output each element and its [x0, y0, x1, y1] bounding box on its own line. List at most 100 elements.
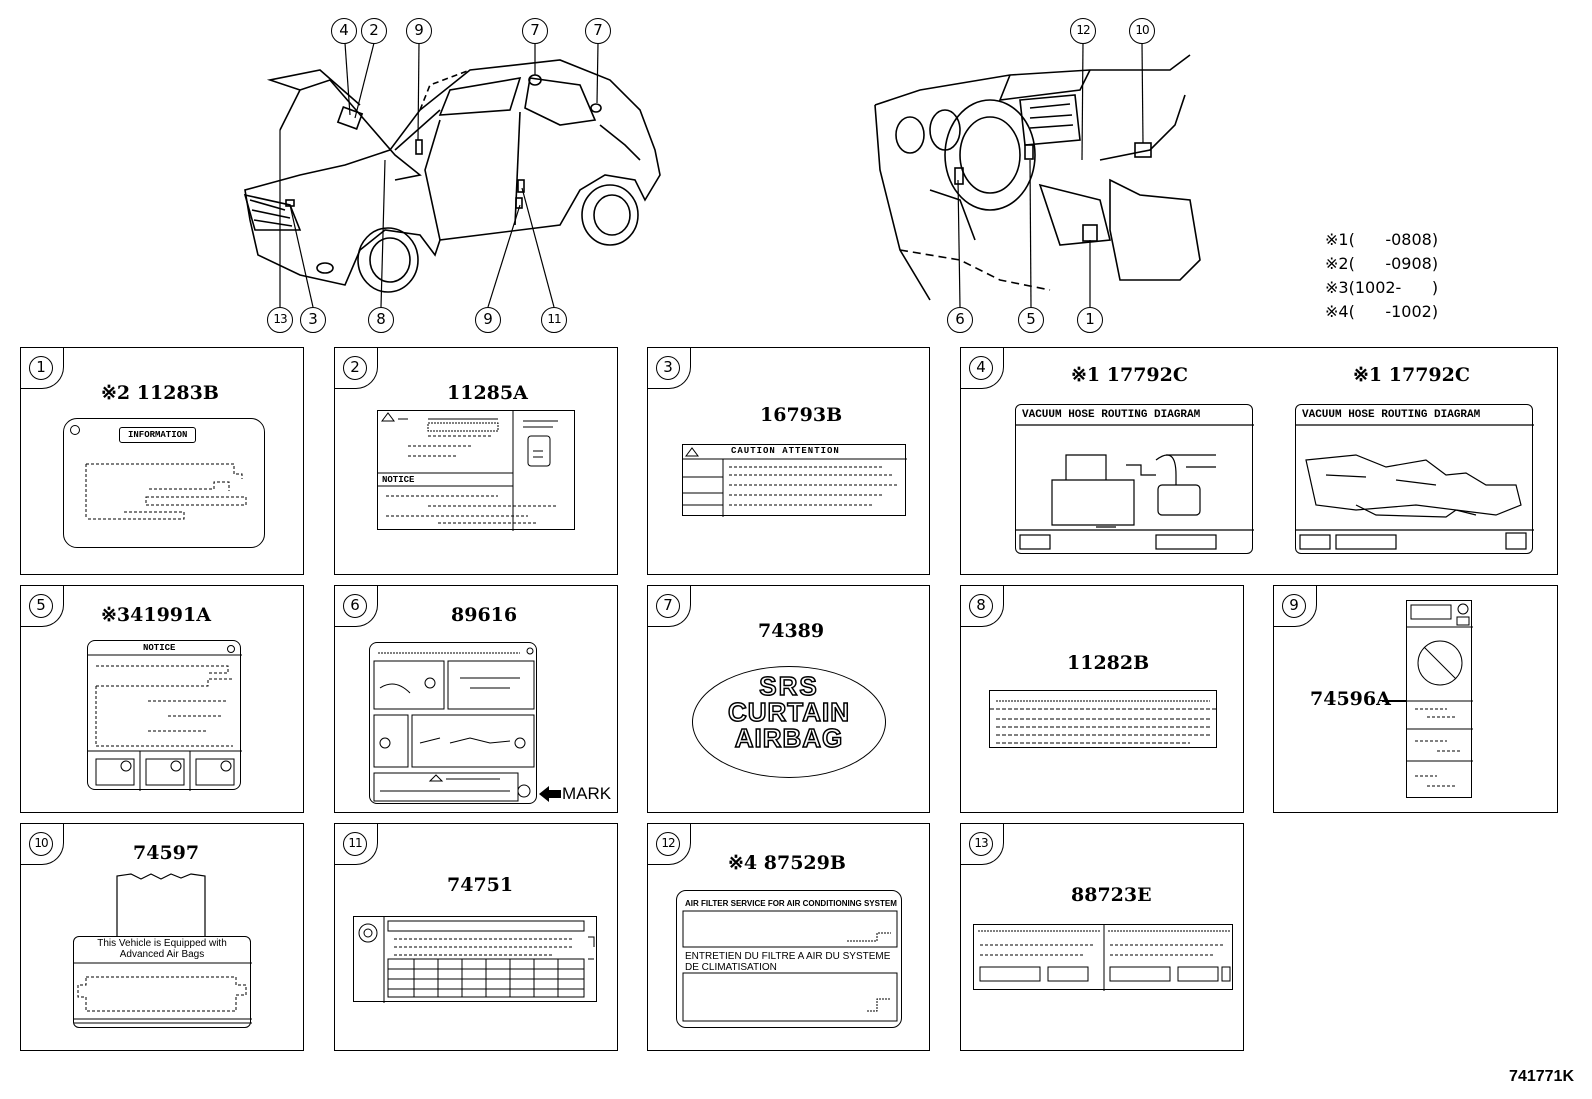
label-line: This Vehicle is Equipped with	[97, 938, 227, 949]
part-number: 11282B	[1067, 652, 1150, 674]
panel-notch	[20, 585, 64, 627]
tire-loading-label	[989, 690, 1218, 748]
legend-mark: ※4	[1325, 302, 1349, 321]
label-title: NOTICE	[382, 475, 415, 485]
panel-10: 10 74597 This Vehicle is Equipped with A…	[20, 823, 304, 1051]
label-title: VACUUM HOSE ROUTING DIAGRAM	[1022, 409, 1201, 421]
panel-number: 11	[343, 832, 367, 856]
legend-range: ( -0908)	[1348, 254, 1439, 273]
advanced-airbag-label: This Vehicle is Equipped with Advanced A…	[73, 936, 252, 1028]
airbag-warning-label	[369, 642, 537, 804]
panel-number: 5	[29, 594, 53, 618]
panel-number: 6	[343, 594, 367, 618]
hose-diagram	[1296, 424, 1534, 550]
legend-mark: ※3	[1325, 278, 1349, 297]
callout-7: 7	[585, 18, 611, 44]
callout-1: 1	[1077, 307, 1103, 333]
label-text-lines	[88, 645, 242, 791]
panel-11: 11 74751	[334, 823, 618, 1051]
panel-number: 1	[29, 356, 53, 380]
label-title: INFORMATION	[119, 427, 197, 443]
caution-label: CAUTION ATTENTION	[682, 444, 907, 517]
vehicle-exterior-illustration	[243, 42, 661, 308]
mark-arrow-icon	[539, 786, 549, 802]
part-number: ※1 17792C	[1071, 364, 1188, 386]
panel-notch	[960, 823, 1004, 865]
panel-number: 2	[343, 356, 367, 380]
callout-13: 13	[267, 307, 293, 333]
part-number: 11285A	[447, 382, 528, 404]
badge-line: CURTAIN	[727, 697, 851, 727]
sun-visor-airbag-label	[1406, 600, 1473, 798]
label-title: CAUTION ATTENTION	[731, 446, 840, 456]
part-number: 74596A	[1310, 688, 1391, 710]
notice-label: NOTICE	[87, 640, 242, 791]
mark-arrow-shaft	[549, 790, 561, 798]
callout-12: 12	[1070, 18, 1096, 44]
legend-mark: ※1	[1325, 230, 1349, 249]
vacuum-hose-label: VACUUM HOSE ROUTING DIAGRAM	[1295, 404, 1534, 554]
callout-5: 5	[1018, 307, 1044, 333]
label-title: VACUUM HOSE ROUTING DIAGRAM	[1302, 409, 1481, 421]
callout-8: 8	[368, 307, 394, 333]
panel-number: 12	[656, 832, 680, 856]
panel-notch	[960, 585, 1004, 627]
hose-diagram	[1016, 424, 1254, 550]
callout-9: 9	[475, 307, 501, 333]
panel-notch	[647, 585, 691, 627]
label-text-lines	[378, 411, 558, 531]
callout-2: 2	[361, 18, 387, 44]
panel-notch	[334, 347, 378, 389]
panel-number: 7	[656, 594, 680, 618]
part-number: ※2 11283B	[101, 382, 219, 404]
label-text-lines	[683, 447, 907, 517]
panel-notch	[960, 347, 1004, 389]
notice-label: NOTICE	[377, 410, 575, 531]
panel-2: 2 11285A NOTICE	[334, 347, 618, 575]
part-number: ※341991A	[101, 604, 211, 626]
panel-8: 8 11282B	[960, 585, 1244, 813]
callout-7: 7	[522, 18, 548, 44]
label-line: Advanced Air Bags	[119, 949, 205, 960]
label-text-lines	[85, 463, 247, 520]
badge-line: AIRBAG	[734, 723, 844, 753]
panel-4: 4 ※1 17792C ※1 17792C VACUUM HOSE ROUTIN…	[960, 347, 1558, 575]
part-number: 74389	[758, 620, 825, 642]
panel-notch	[20, 823, 64, 865]
legend-range: ( -1002)	[1348, 302, 1439, 321]
panel-notch	[334, 823, 378, 865]
srs-curtain-airbag-badge: SRS CURTAIN AIRBAG	[692, 666, 886, 778]
label-text-lines	[74, 962, 252, 1024]
bilingual-warning-label	[973, 924, 1233, 991]
panel-number: 9	[1282, 594, 1306, 618]
badge-line: SRS	[759, 671, 819, 701]
vehicle-interior-illustration	[874, 42, 1201, 308]
panel-number: 8	[969, 594, 993, 618]
mark-text: MARK	[562, 784, 612, 803]
label-title: NOTICE	[143, 643, 176, 653]
label-line: AIR FILTER SERVICE FOR AIR CONDITIONING …	[685, 899, 897, 908]
panel-7: 7 74389 SRS CURTAIN AIRBAG	[647, 585, 930, 813]
tire-pressure-label	[353, 916, 597, 1003]
panel-number: 3	[656, 356, 680, 380]
vacuum-hose-label: VACUUM HOSE ROUTING DIAGRAM	[1015, 404, 1254, 554]
part-number: ※4 87529B	[728, 852, 846, 874]
part-number: 74597	[133, 842, 200, 864]
panel-3: 3 16793B CAUTION ATTENTION	[647, 347, 930, 575]
panel-number: 4	[969, 356, 993, 380]
air-filter-label: AIR FILTER SERVICE FOR AIR CONDITIONING …	[676, 890, 902, 1028]
panel-9: 9 74596A	[1273, 585, 1558, 813]
panel-number: 10	[29, 832, 53, 856]
label-line: DE CLIMATISATION	[685, 962, 777, 973]
callout-6: 6	[947, 307, 973, 333]
part-number: 88723E	[1071, 884, 1152, 906]
panel-number: 13	[969, 832, 993, 856]
legend-mark: ※2	[1325, 254, 1349, 273]
callout-9: 9	[406, 18, 432, 44]
panel-notch	[20, 347, 64, 389]
panel-12: 12 ※4 87529B AIR FILTER SERVICE FOR AIR …	[647, 823, 930, 1051]
panel-13: 13 88723E	[960, 823, 1244, 1051]
information-label: INFORMATION	[63, 418, 265, 548]
label-line: ENTRETIEN DU FILTRE A AIR DU SYSTEME	[685, 951, 891, 962]
callout-4: 4	[331, 18, 357, 44]
